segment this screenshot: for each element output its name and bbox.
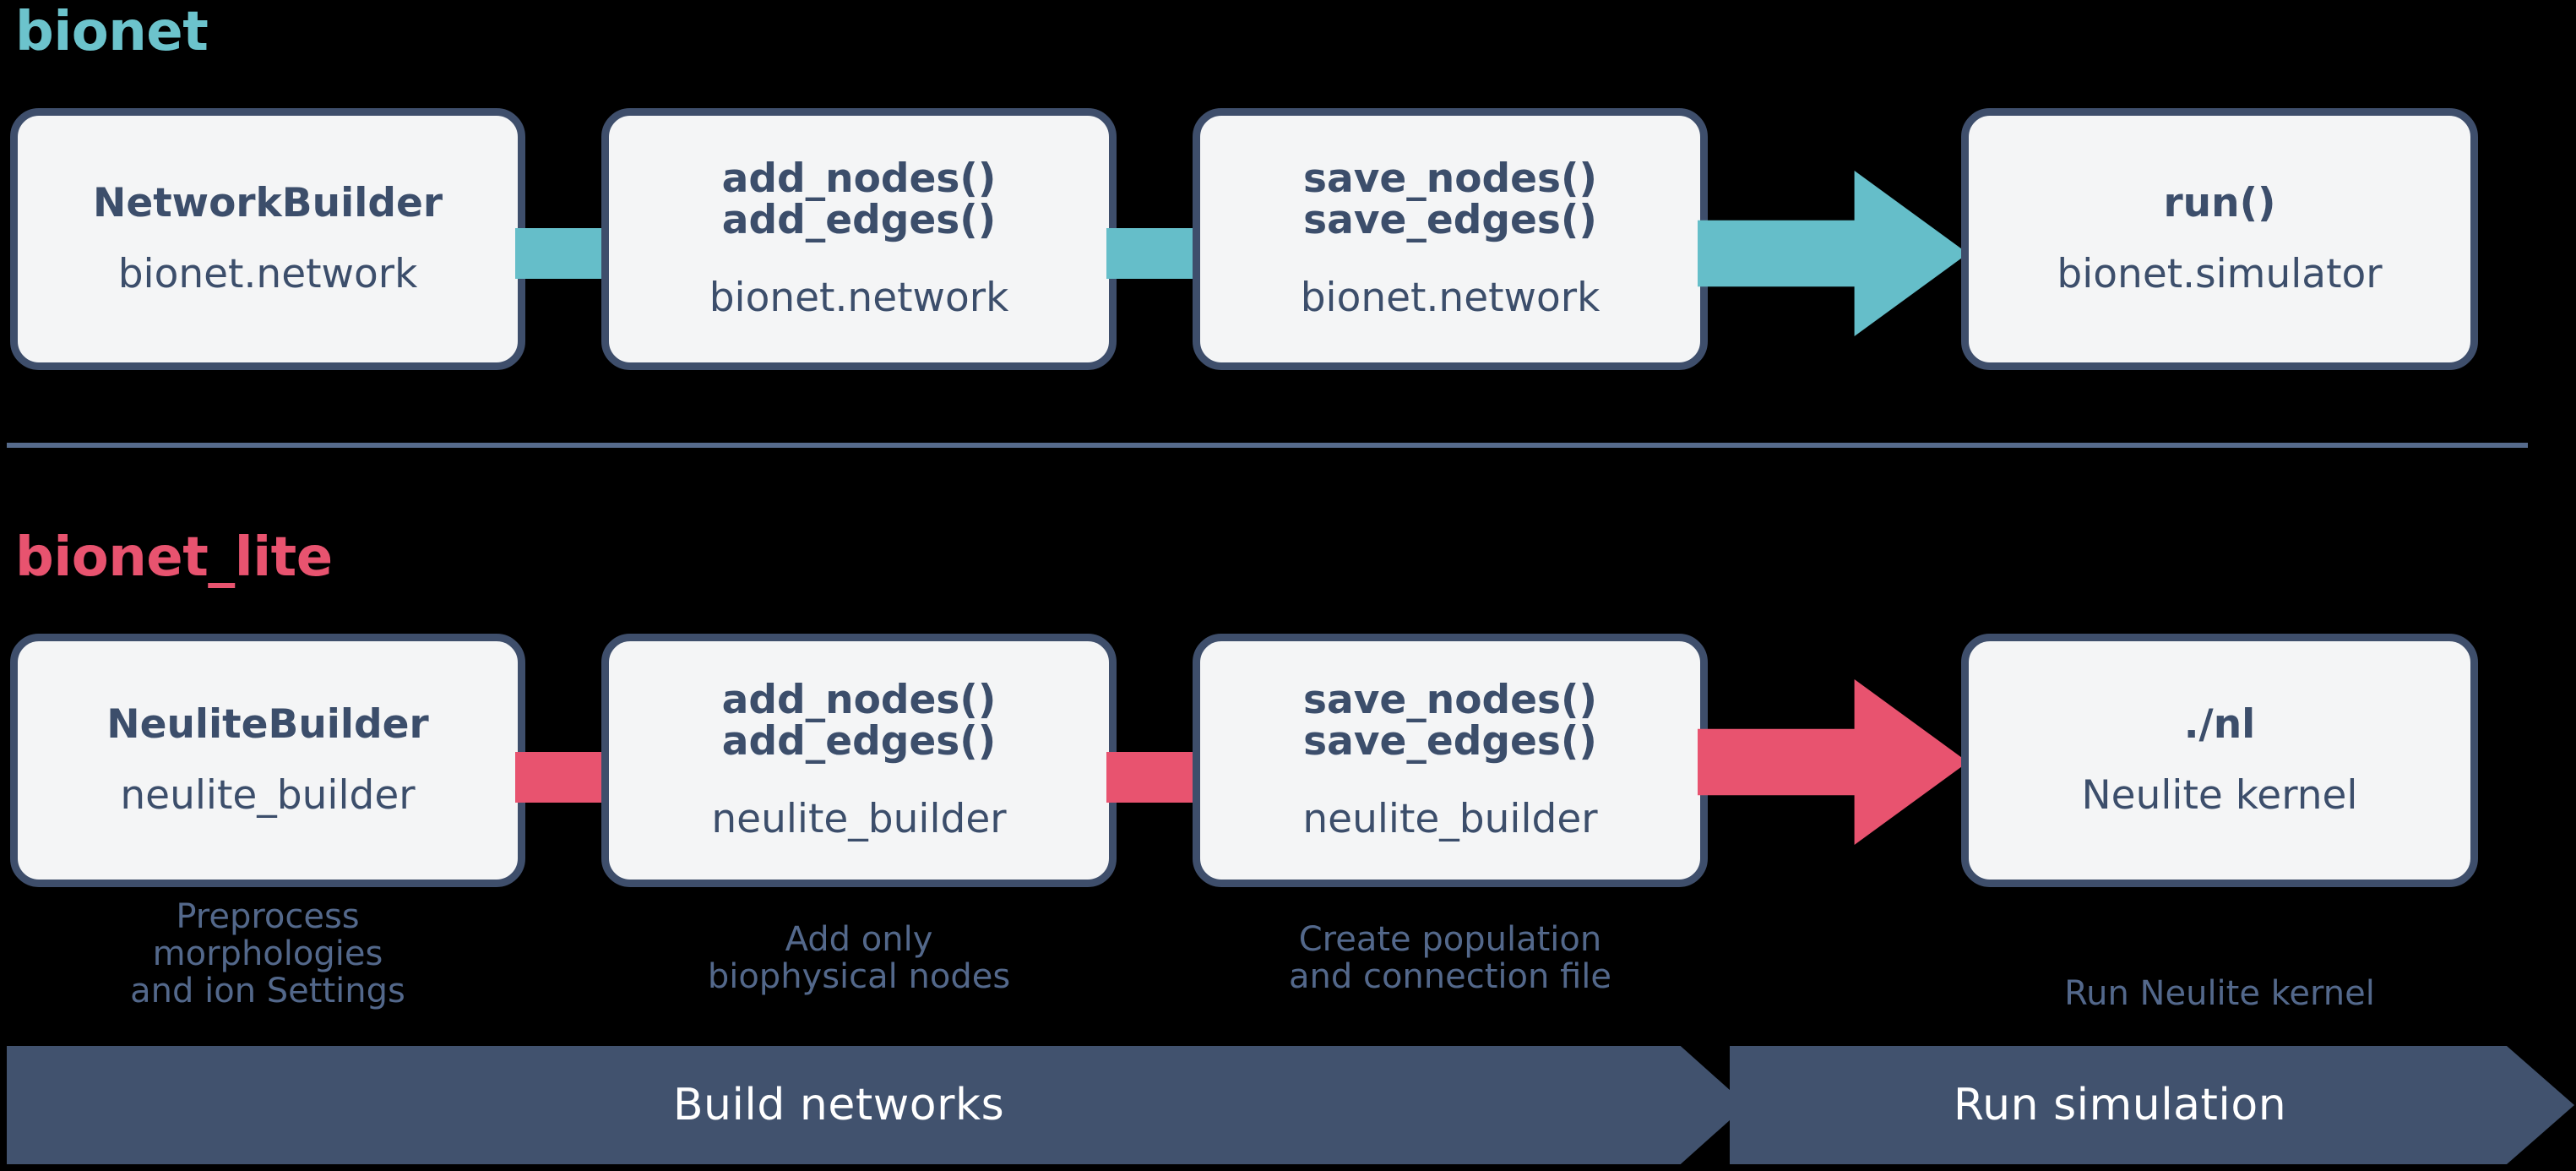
node-subtitle: Neulite kernel xyxy=(2081,771,2358,819)
node-title: save_nodes() save_edges() xyxy=(1303,677,1597,765)
pipeline-node-add-nodes-edges[interactable]: add_nodes() add_edges() bionet.network xyxy=(601,108,1117,370)
node-subtitle: neulite_builder xyxy=(1302,796,1598,843)
pipeline-node-neulitebuilder[interactable]: NeuliteBuilder neulite_builder xyxy=(10,634,525,887)
right-arrow-icon-pink xyxy=(1698,679,1968,845)
pipeline-node-run[interactable]: run() bionet.simulator xyxy=(1961,108,2478,370)
section-divider xyxy=(7,443,2528,448)
node-title: NetworkBuilder xyxy=(92,179,443,226)
section-title-bionet: bionet xyxy=(15,1,209,63)
node-subtitle: bionet.network xyxy=(117,250,418,297)
connector-pink-1 xyxy=(515,752,608,803)
step-caption-preprocess: Preprocess morphologies and ion Settings xyxy=(130,897,405,1010)
node-title: save_nodes() save_edges() xyxy=(1303,155,1597,244)
node-subtitle: neulite_builder xyxy=(120,771,416,819)
pipeline-node-lite-add-nodes-edges[interactable]: add_nodes() add_edges() neulite_builder xyxy=(601,634,1117,887)
connector-teal-2 xyxy=(1106,228,1199,279)
node-subtitle: bionet.simulator xyxy=(2057,250,2383,297)
pipeline-node-save-nodes-edges[interactable]: save_nodes() save_edges() bionet.network xyxy=(1193,108,1708,370)
node-title: ./nl xyxy=(2183,700,2256,748)
node-title: add_nodes() add_edges() xyxy=(721,677,997,765)
pipeline-node-networkbuilder[interactable]: NetworkBuilder bionet.network xyxy=(10,108,525,370)
phase-label: Build networks xyxy=(672,1080,1005,1130)
node-title: add_nodes() add_edges() xyxy=(721,155,997,244)
step-caption-run-kernel: Run Neulite kernel xyxy=(2064,974,2375,1013)
right-arrow-icon-teal xyxy=(1698,171,1968,336)
node-subtitle: bionet.network xyxy=(709,275,1009,322)
phase-banner: Build networks Run simulation xyxy=(0,1046,2576,1171)
phase-label: Run simulation xyxy=(1953,1080,2287,1130)
phase-run-simulation: Run simulation xyxy=(1730,1046,2574,1164)
step-caption-add-nodes: Add only biophysical nodes xyxy=(707,920,1011,996)
pipeline-node-nl-kernel[interactable]: ./nl Neulite kernel xyxy=(1961,634,2478,887)
connector-pink-2 xyxy=(1106,752,1199,803)
pipeline-row-bionet: NetworkBuilder bionet.network add_nodes(… xyxy=(0,93,2576,406)
node-subtitle: bionet.network xyxy=(1300,275,1600,322)
node-title: run() xyxy=(2163,179,2276,226)
connector-teal-1 xyxy=(515,228,608,279)
pipeline-row-bionet-lite: NeuliteBuilder neulite_builder add_nodes… xyxy=(0,627,2576,940)
pipeline-node-lite-save-nodes-edges[interactable]: save_nodes() save_edges() neulite_builde… xyxy=(1193,634,1708,887)
node-subtitle: neulite_builder xyxy=(711,796,1007,843)
step-caption-create-population: Create population and connection file xyxy=(1289,920,1611,996)
phase-build-networks: Build networks xyxy=(7,1046,1747,1164)
node-title: NeuliteBuilder xyxy=(106,700,429,748)
section-title-bionet-lite: bionet_lite xyxy=(15,526,333,589)
